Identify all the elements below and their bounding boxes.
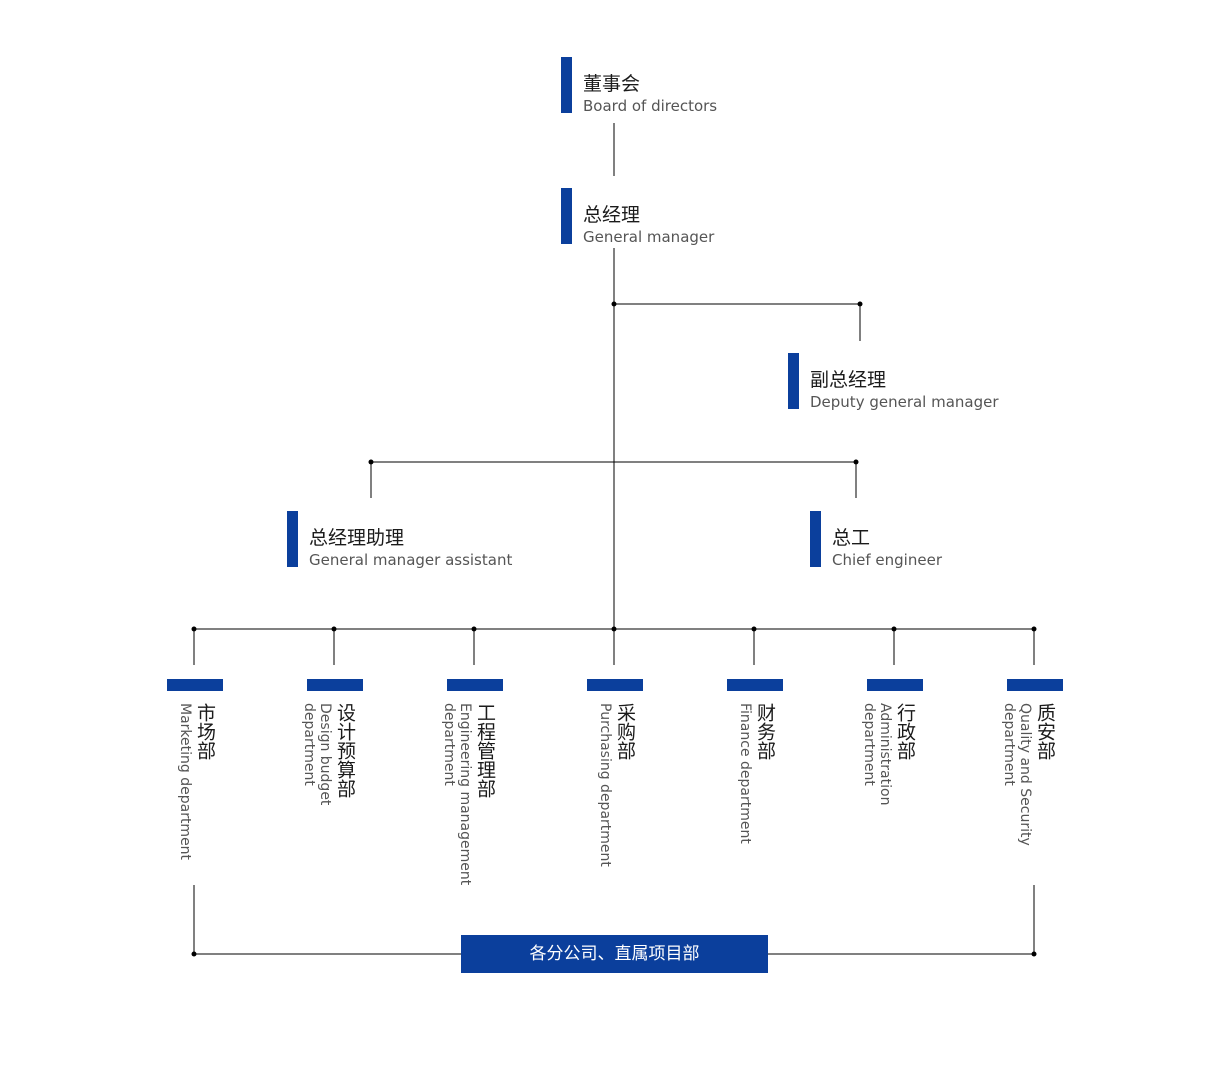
- dept-title-cn: 工程管理部: [474, 703, 496, 798]
- accent-bar: [587, 679, 643, 691]
- node-title-cn: 董事会: [583, 73, 641, 95]
- node-general-manager-assistant: 总经理助理 General manager assistant: [287, 511, 527, 569]
- dept-title-en: Marketing department: [177, 703, 193, 861]
- dept-title-cn: 行政部: [894, 703, 916, 760]
- dept-title-cn: 财务部: [754, 703, 776, 760]
- node-board: 董事会 Board of directors: [561, 57, 741, 115]
- dept-title-cn: 市场部: [194, 703, 216, 760]
- accent-bar: [1007, 679, 1063, 691]
- dept-title-en: Purchasing department: [597, 703, 613, 867]
- node-general-manager: 总经理 General manager: [561, 188, 741, 246]
- node-title-en: Board of directors: [583, 97, 718, 115]
- branches-box: 各分公司、直属项目部: [461, 935, 768, 973]
- node-deputy-general-manager: 副总经理 Deputy general manager: [788, 353, 1008, 411]
- accent-bar: [287, 511, 298, 567]
- node-title-en: General manager: [583, 228, 715, 246]
- dept-title-en: Design budget department: [301, 703, 333, 806]
- node-title-en: Deputy general manager: [810, 393, 999, 411]
- node-chief-engineer: 总工 Chief engineer: [810, 511, 990, 569]
- junction-dot: [751, 626, 757, 632]
- junction-dot: [857, 301, 863, 307]
- dept-title-en: Engineering management department: [441, 703, 473, 886]
- junction-dot: [331, 626, 337, 632]
- node-title-cn: 总工: [832, 527, 871, 549]
- junction-dot: [191, 951, 197, 957]
- dept-title-cn: 设计预算部: [334, 703, 356, 798]
- accent-bar: [561, 57, 572, 113]
- accent-bar: [788, 353, 799, 409]
- accent-bar: [561, 188, 572, 244]
- junction-dot: [611, 626, 617, 632]
- accent-bar: [307, 679, 363, 691]
- junction-dot: [368, 459, 374, 465]
- node-title-cn: 总经理助理: [309, 527, 405, 549]
- node-title-cn: 总经理: [583, 204, 641, 226]
- junction-dot: [471, 626, 477, 632]
- node-title-en: General manager assistant: [309, 551, 513, 569]
- accent-bar: [810, 511, 821, 567]
- junction-dot: [1031, 951, 1037, 957]
- junction-dot: [1031, 626, 1037, 632]
- dept-title-cn: 采购部: [614, 703, 636, 760]
- dept-title-en: Finance department: [737, 703, 753, 844]
- junction-dot: [611, 301, 617, 307]
- accent-bar: [447, 679, 503, 691]
- junction-dot: [891, 626, 897, 632]
- node-title-en: Chief engineer: [832, 551, 942, 569]
- junction-dot: [853, 459, 859, 465]
- dept-title-cn: 质安部: [1034, 703, 1056, 760]
- junction-dot: [191, 626, 197, 632]
- accent-bar: [727, 679, 783, 691]
- accent-bar: [167, 679, 223, 691]
- accent-bar: [867, 679, 923, 691]
- dept-title-en: Administration department: [861, 703, 893, 806]
- dept-title-en: Quality and Security department: [1001, 703, 1033, 846]
- node-title-cn: 副总经理: [810, 369, 887, 391]
